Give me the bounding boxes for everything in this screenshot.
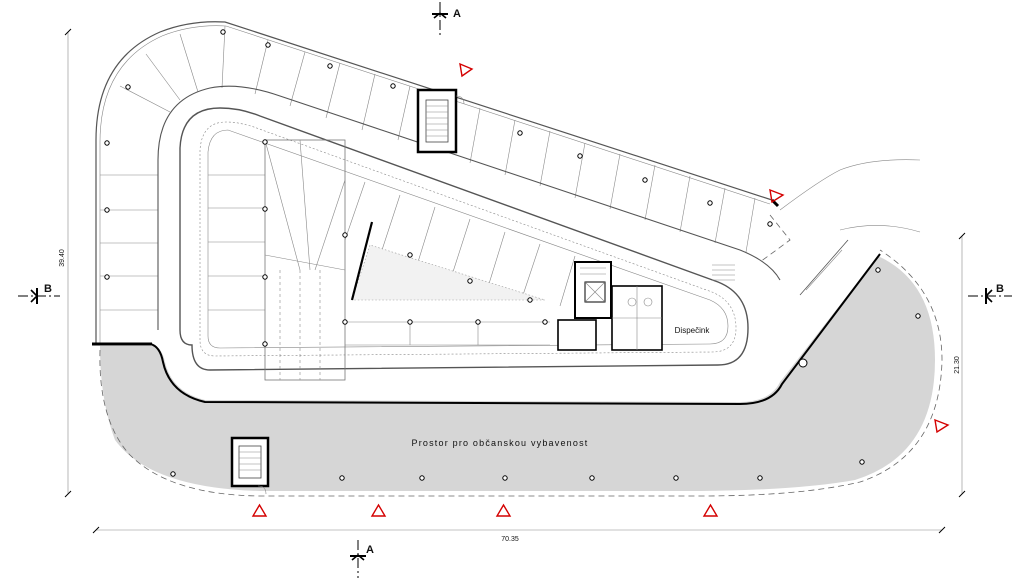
section-label-b-right: B <box>996 283 1004 295</box>
inner-island-stalls <box>208 174 576 346</box>
inner-ramp-curb <box>199 121 737 357</box>
stair-core-lower <box>230 436 270 495</box>
dimension-right-height <box>958 232 966 498</box>
dimension-width-label: 70.35 <box>501 536 519 543</box>
hatched-triangle <box>351 244 546 301</box>
section-marker-b-right <box>968 288 1012 304</box>
access-road <box>712 159 921 296</box>
dimension-right-height-label: 21.30 <box>954 356 961 374</box>
ramp <box>264 139 346 381</box>
civic-space-area <box>100 256 935 491</box>
entrance-marker <box>702 503 719 517</box>
outer-envelope-inner <box>99 25 771 344</box>
central-core <box>557 261 663 351</box>
dimension-width <box>92 526 946 534</box>
civic-dashed-boundary <box>99 249 943 497</box>
inner-ramp-curb-2 <box>207 129 729 349</box>
dispatch-label: Dispečink <box>675 326 711 335</box>
stair-core-upper <box>416 88 465 154</box>
outer-envelope <box>95 21 773 344</box>
entrance-marker <box>769 188 785 204</box>
section-marker-a-top <box>432 2 448 38</box>
inner-island-outline <box>179 107 749 371</box>
drive-lane-ring <box>157 85 781 330</box>
section-marker-b-left <box>18 288 60 304</box>
entrance-marker <box>495 503 512 517</box>
entrance-marker <box>370 503 387 517</box>
section-label-a-bottom: A <box>366 544 374 556</box>
entrance-marker <box>251 503 268 517</box>
section-label-a-top: A <box>453 8 461 20</box>
civic-space-label: Prostor pro občanskou vybavenost <box>412 438 589 448</box>
dimension-height-label: 39.40 <box>59 249 66 267</box>
entrance-marker <box>934 418 950 434</box>
section-marker-a-bottom <box>350 540 366 578</box>
hatched-triangle-edge <box>350 221 374 301</box>
section-label-b-left: B <box>44 283 52 295</box>
structural-columns <box>104 29 921 481</box>
entrance-marker <box>459 62 474 78</box>
civic-space-outline <box>94 253 881 406</box>
outer-parking-stalls <box>100 25 756 311</box>
entrance-markers <box>251 62 950 517</box>
dimension-height <box>64 28 72 498</box>
